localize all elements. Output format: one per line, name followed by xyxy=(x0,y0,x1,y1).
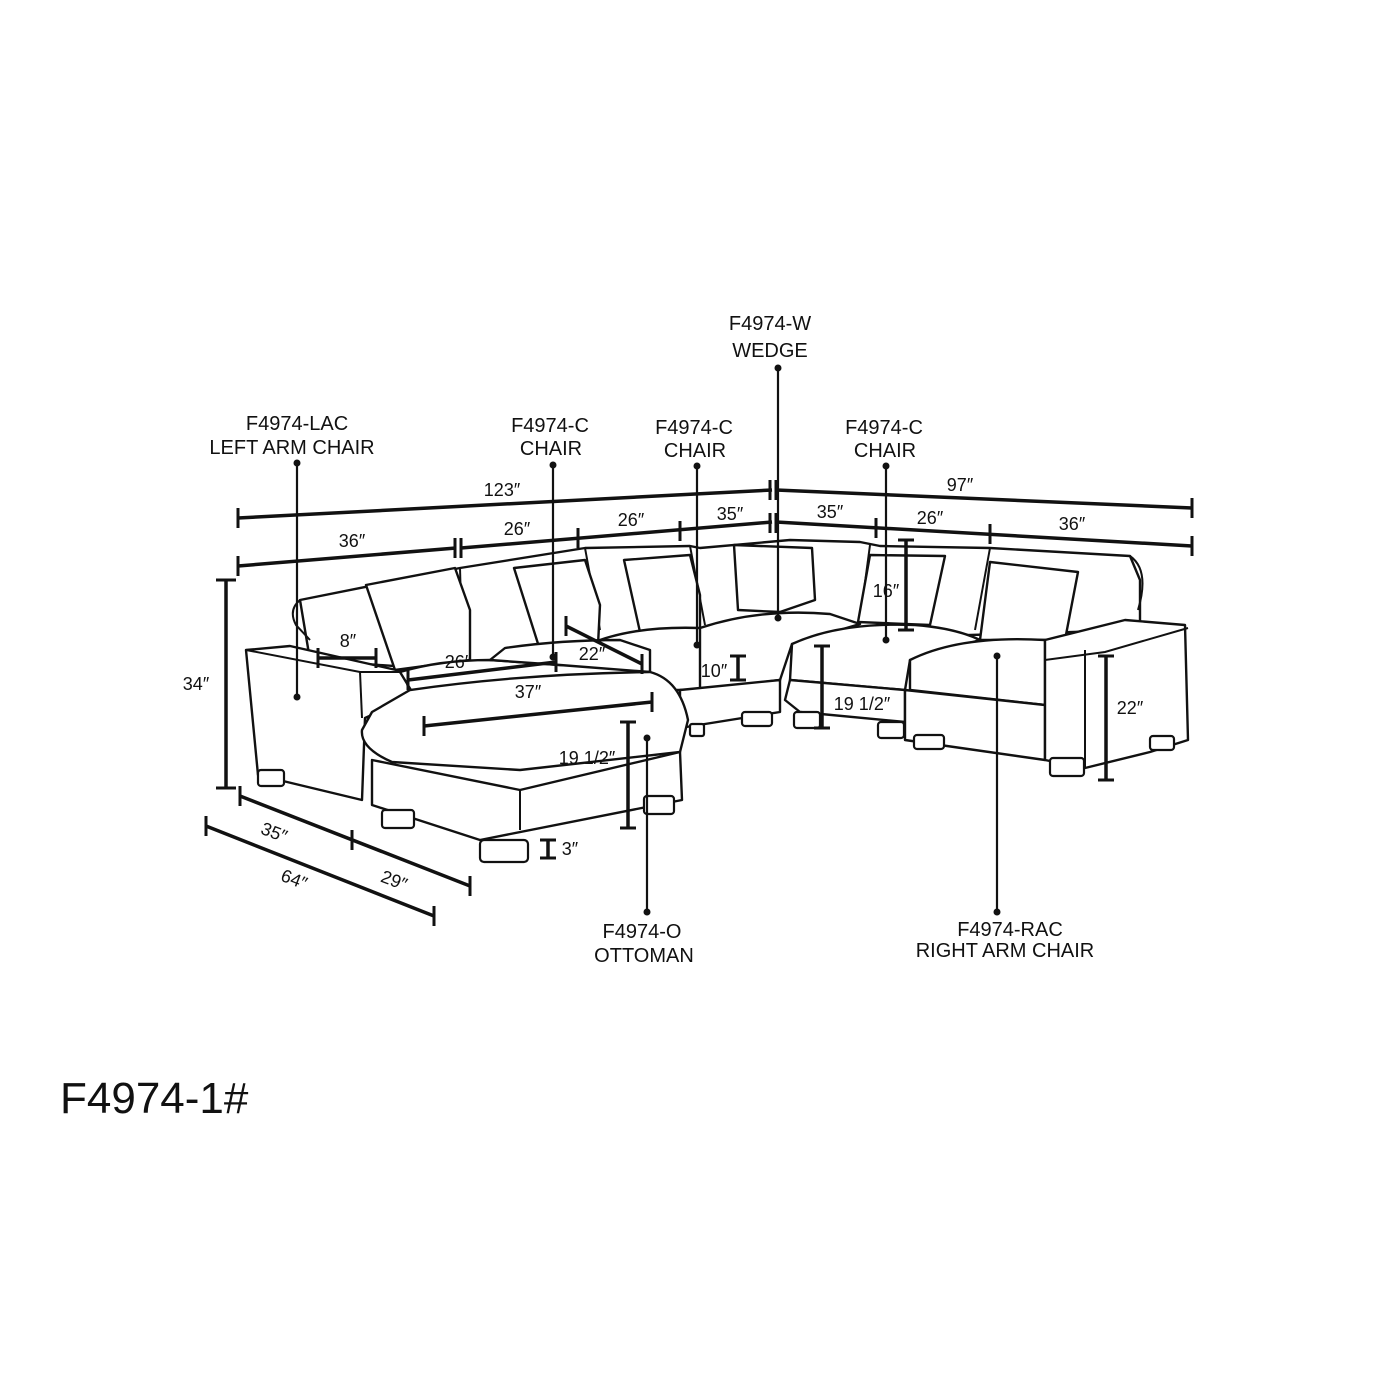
chair2-name: CHAIR xyxy=(664,440,726,462)
dimension-lines xyxy=(204,480,1194,926)
dim-seg-left-arm: 36″ xyxy=(339,531,366,551)
left-arm-side xyxy=(359,671,363,719)
sofa-drawing xyxy=(244,538,1190,864)
dim-seg-corner-left: 35″ xyxy=(717,504,744,524)
chair3-name: CHAIR xyxy=(854,440,916,462)
dim-overall-right: 97″ xyxy=(947,475,974,495)
dim-arm-height: 22″ xyxy=(1117,698,1144,718)
dim-arm-width: 8″ xyxy=(340,631,357,651)
back-divider-5 xyxy=(974,547,991,631)
pillow-6 xyxy=(978,560,1080,642)
leader-lines xyxy=(293,364,1001,916)
lac-code: F4974-LAC xyxy=(246,413,348,435)
pillow-1 xyxy=(364,566,472,672)
dim-height: 34″ xyxy=(183,674,210,694)
chair1-code: F4974-C xyxy=(511,415,589,437)
foot-1 xyxy=(256,768,286,788)
foot-7 xyxy=(876,720,906,740)
dim-ottoman-width: 37″ xyxy=(515,682,542,702)
foot-2 xyxy=(380,808,416,830)
dim-overall-left: 123″ xyxy=(484,480,521,500)
back-roll-right xyxy=(1129,555,1144,611)
foot-4 xyxy=(642,794,676,816)
pillow-5 xyxy=(856,553,947,627)
component-labels: F4974-W WEDGE F4974-LAC LEFT ARM CHAIR F… xyxy=(209,313,1094,967)
foot-10 xyxy=(1148,734,1176,752)
right-arm-top xyxy=(1044,627,1189,662)
ottoman-code: F4974-O xyxy=(603,921,682,943)
dim-seat-depth: 22″ xyxy=(579,644,606,664)
foot-5 xyxy=(740,710,774,728)
dim-cushion-height: 10″ xyxy=(701,661,728,681)
dim-depth-chair: 35″ xyxy=(258,818,290,846)
dim-seg-corner-right: 35″ xyxy=(817,502,844,522)
pillow-2 xyxy=(512,558,602,652)
dim-seg-right-arm: 36″ xyxy=(1059,514,1086,534)
foot-3 xyxy=(478,838,530,864)
chair1-name: CHAIR xyxy=(520,438,582,460)
dim-depth-ottoman: 29″ xyxy=(378,866,410,894)
dim-leg-height: 3″ xyxy=(562,839,579,859)
chair3-code: F4974-C xyxy=(845,417,923,439)
dim-seat-height-right: 19 1/2″ xyxy=(834,694,891,714)
foot-9 xyxy=(1048,756,1086,778)
dim-seg-chair-a: 26″ xyxy=(504,519,531,539)
wedge-name: WEDGE xyxy=(732,340,808,362)
dim-seg-chair-b: 26″ xyxy=(618,510,645,530)
ottoman-top xyxy=(360,670,690,772)
dim-depth-total: 64″ xyxy=(278,865,310,893)
lac-name: LEFT ARM CHAIR xyxy=(209,437,374,459)
pillow-3 xyxy=(622,553,702,634)
rac-code: F4974-RAC xyxy=(957,919,1063,941)
dim-back-height: 16″ xyxy=(873,581,900,601)
dim-seat-width: 26″ xyxy=(445,652,472,672)
ottoman-name: OTTOMAN xyxy=(594,945,694,967)
model-code: F4974-1# xyxy=(60,1074,249,1123)
chair2-code: F4974-C xyxy=(655,417,733,439)
foot-6 xyxy=(792,710,822,730)
rac-name: RIGHT ARM CHAIR xyxy=(916,940,1095,962)
foot-8 xyxy=(912,733,946,751)
dim-seg-chair-c: 26″ xyxy=(917,508,944,528)
pillow-4 xyxy=(732,543,817,614)
foot-11 xyxy=(688,722,706,738)
wedge-code: F4974-W xyxy=(729,313,811,335)
dim-seat-height-ottoman: 19 1/2″ xyxy=(559,748,616,768)
